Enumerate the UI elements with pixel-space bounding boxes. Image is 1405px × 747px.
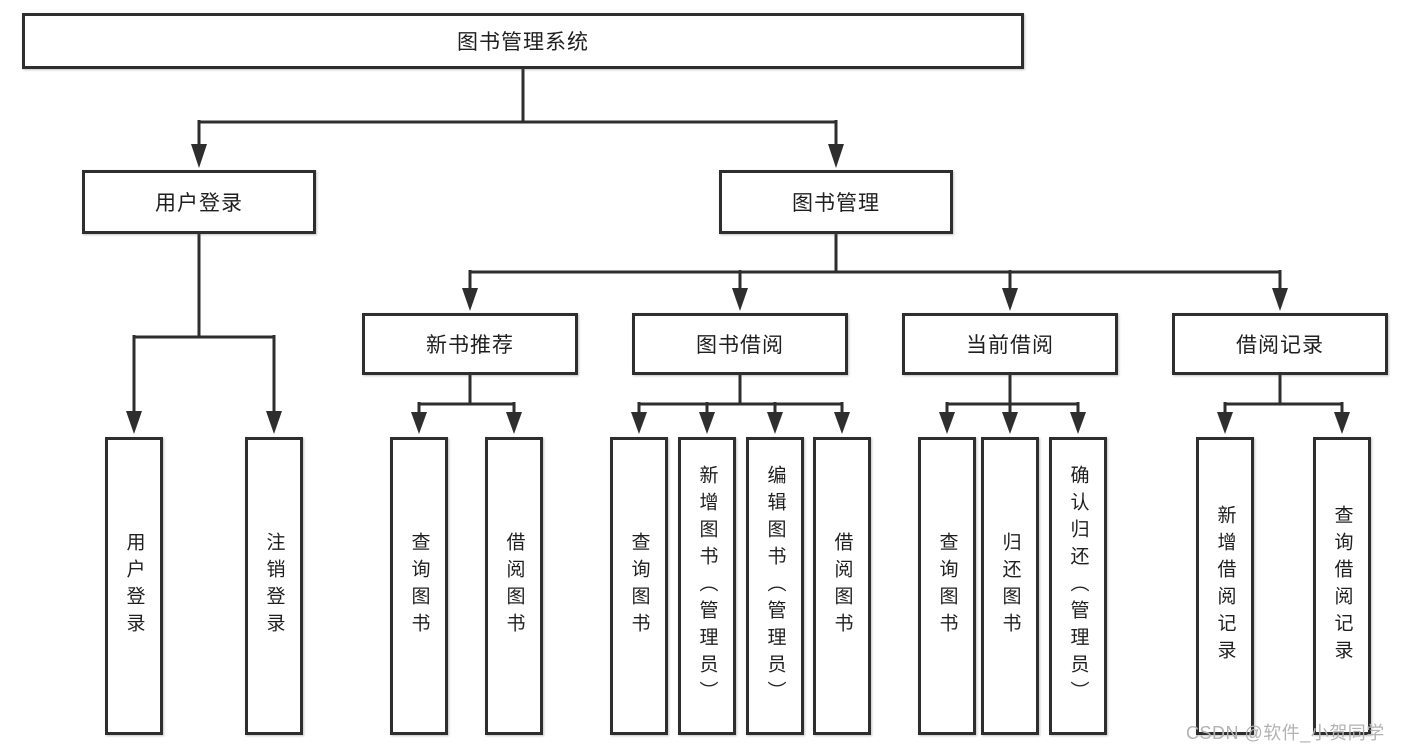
edge-records-to-leaves bbox=[1217, 375, 1350, 434]
csdn-watermark: CSDN @软件_小贺同学 bbox=[1186, 723, 1385, 743]
leaf-borrow-borrow-books: 借阅图书 bbox=[813, 437, 871, 735]
node-user-login: 用户登录 bbox=[82, 170, 316, 234]
leaf-newbook-query-books: 查询图书 bbox=[390, 437, 448, 735]
node-borrowing-records: 借阅记录 bbox=[1172, 313, 1388, 375]
leaf-borrow-edit-books-admin: 编辑图书（管理员） bbox=[746, 437, 804, 735]
leaf-borrow-query-books: 查询图书 bbox=[610, 437, 668, 735]
node-book-borrowing: 图书借阅 bbox=[632, 313, 848, 375]
edge-book-mgmt-to-sections bbox=[462, 234, 1288, 311]
leaf-current-query-books: 查询图书 bbox=[918, 437, 976, 735]
leaf-logout: 注销登录 bbox=[245, 437, 303, 735]
node-book-management: 图书管理 bbox=[719, 170, 953, 234]
edge-root-to-level2 bbox=[191, 69, 844, 168]
leaf-user-login: 用户登录 bbox=[105, 437, 163, 735]
leaf-newbook-borrow-books: 借阅图书 bbox=[485, 437, 543, 735]
edge-user-login-to-leaves bbox=[126, 234, 282, 434]
leaf-records-add-record: 新增借阅记录 bbox=[1196, 437, 1254, 735]
leaf-current-confirm-return-admin: 确认归还（管理员） bbox=[1049, 437, 1107, 735]
edge-newbook-to-leaves bbox=[411, 375, 522, 434]
edge-borrow-to-leaves bbox=[631, 375, 850, 434]
node-current-borrowing: 当前借阅 bbox=[902, 313, 1118, 375]
leaf-current-return-books: 归还图书 bbox=[981, 437, 1039, 735]
node-new-book-recommendation: 新书推荐 bbox=[362, 313, 578, 375]
leaf-borrow-add-books-admin: 新增图书（管理员） bbox=[678, 437, 736, 735]
leaf-records-query-record: 查询借阅记录 bbox=[1313, 437, 1371, 735]
edge-current-to-leaves bbox=[939, 375, 1086, 434]
node-system-root: 图书管理系统 bbox=[22, 13, 1024, 69]
